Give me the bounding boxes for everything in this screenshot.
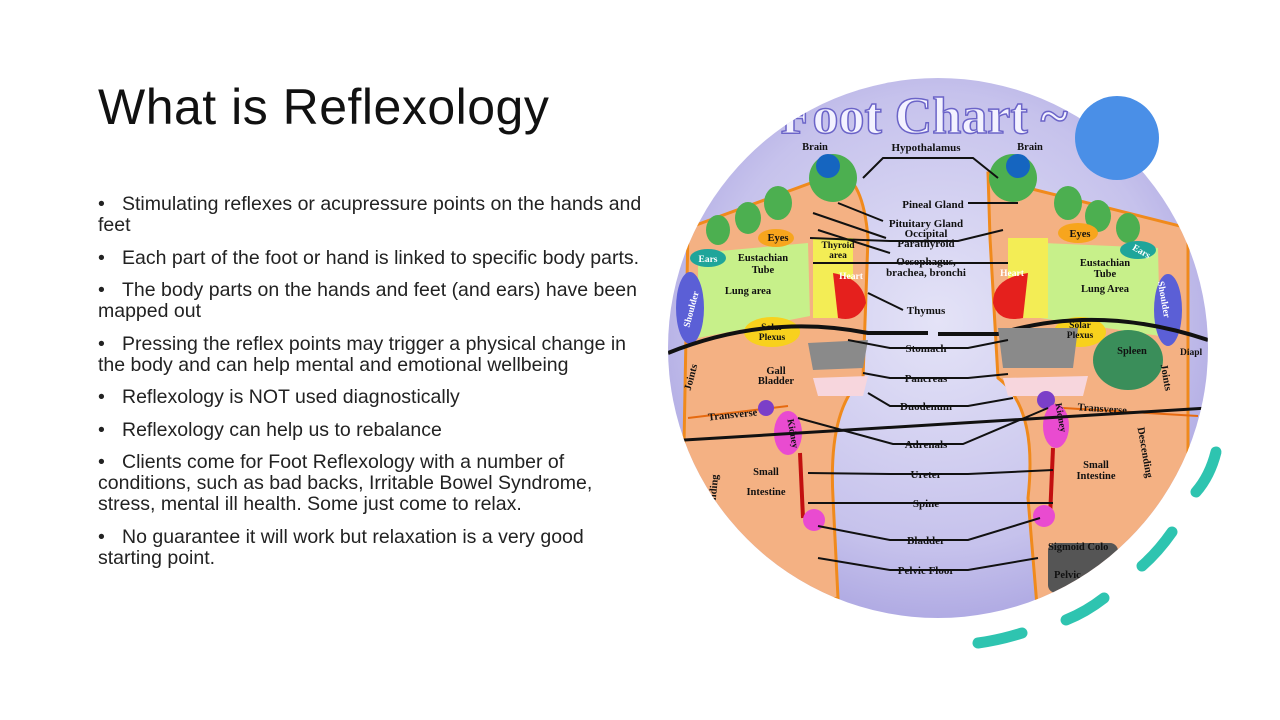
left-foot [668, 154, 928, 618]
bullet-item: •The body parts on the hands and feet (a… [98, 280, 648, 322]
label-ureter: Ureter [911, 469, 942, 481]
bullet-glyph: • [98, 525, 105, 548]
label-adrenals: Adrenals [905, 439, 948, 451]
bullet-glyph: • [98, 279, 105, 301]
right-label-heart: Heart [1000, 269, 1025, 279]
left-label-intestine: Intestine [746, 487, 785, 498]
label-pineal: Pineal Gland [902, 199, 963, 211]
right-label-transverse: Transverse [1077, 402, 1127, 416]
bullet-text: Reflexology is NOT used diagnostically [122, 386, 460, 408]
right-label-eustachian: Eustachian [1080, 258, 1130, 269]
left-label-heart: Heart [839, 272, 864, 282]
right-label-sigmoid: Sigmoid Colo [1048, 542, 1108, 553]
right-label-plexus: Plexus [1067, 331, 1094, 341]
right-label-intestine: Intestine [1076, 471, 1115, 482]
teal-dash-accent [972, 627, 1028, 649]
bullet-glyph: • [98, 193, 105, 215]
bullet-text: Each part of the foot or hand is linked … [122, 246, 640, 269]
bullet-glyph: • [98, 386, 105, 408]
left-label-lung: Lung area [725, 286, 772, 297]
label-bladder: Bladder [907, 535, 945, 547]
right-label-brain: Brain [1017, 142, 1043, 153]
bullet-glyph: • [98, 418, 105, 441]
right-label-small: Small [1083, 460, 1109, 471]
bullet-item: • Each part of the foot or hand is linked… [98, 246, 648, 269]
label-spine: Spine [913, 498, 939, 510]
bullet-item: • Reflexology is NOT used diagnostically [98, 387, 648, 408]
slide-title: What is Reflexology [98, 79, 550, 135]
left-label-gall-bladder: Bladder [758, 376, 795, 387]
right-label-pelvic: Pelvic [1054, 570, 1081, 581]
bullet-text: The body parts on the hands and feet (an… [98, 279, 637, 322]
left-label-small: Small [753, 467, 779, 478]
right-label-joints: Joints [1158, 363, 1173, 391]
left-label-solar: Solar [761, 323, 783, 333]
label-occipital: Occipital [905, 228, 948, 240]
bullet-glyph: • [98, 451, 105, 473]
left-label-eustachian: Eustachian [738, 253, 788, 264]
bullet-item: •No guarantee it will work but relaxatio… [98, 525, 648, 569]
bullet-glyph: • [98, 246, 105, 269]
bullet-list: •Stimulating reflexes or acupressure poi… [98, 194, 648, 580]
bullet-item: •Stimulating reflexes or acupressure poi… [98, 194, 648, 236]
left-label-thyroid: Thyroid [821, 241, 855, 251]
chart-banner: y Foot Chart ~ R [742, 88, 1120, 145]
label-pelvic-floor: Pelvic Floor [898, 565, 955, 577]
label-brachea: brachea, bronchi [886, 267, 966, 279]
label-stomach: Stomach [906, 343, 947, 355]
left-label-ears: Ears [699, 255, 718, 265]
label-oesophagus: Oesophagus, [896, 256, 956, 268]
right-foot [938, 154, 1208, 618]
left-label-brain: Brain [802, 142, 828, 153]
bullet-text: Stimulating reflexes or acupressure poin… [98, 193, 642, 236]
bullet-item: •Clients come for Foot Reflexology with … [98, 452, 648, 515]
right-label-solar: Solar [1069, 321, 1091, 331]
bullet-item: •Pressing the reflex points may trigger … [98, 332, 648, 376]
bullet-glyph: • [98, 332, 105, 355]
left-label-thyroid-area: area [829, 251, 847, 261]
bullet-text: Clients come for Foot Reflexology with a… [98, 451, 593, 515]
left-label-plexus: Plexus [759, 333, 786, 343]
label-pituitary: Pituitary Gland [889, 218, 963, 230]
bullet-item: • Reflexology can help us to rebalance [98, 418, 648, 441]
bullet-text: No guarantee it will work but relaxation… [98, 525, 584, 569]
right-label-diaphragm: Diapl [1180, 348, 1203, 358]
foot-chart-image: y Foot Chart ~ R [668, 78, 1208, 618]
right-label-tube: Tube [1094, 269, 1117, 280]
left-label-eyes: Eyes [768, 233, 789, 244]
bullet-text: Pressing the reflex points may trigger a… [98, 332, 627, 376]
label-pancreas: Pancreas [905, 373, 948, 385]
left-label-gall: Gall [766, 366, 785, 377]
left-label-transverse: Transverse [708, 407, 759, 423]
label-hypothalamus: Hypothalamus [891, 142, 961, 154]
label-duodenum: Duodenum [900, 401, 952, 413]
label-parathyroid: Parathyroid [897, 238, 954, 250]
left-label-tube: Tube [752, 265, 775, 276]
right-label-lung: Lung Area [1081, 284, 1130, 295]
bullet-text: Reflexology can help us to rebalance [122, 418, 442, 441]
label-thymus: Thymus [907, 305, 946, 317]
right-label-eyes: Eyes [1070, 229, 1091, 240]
right-label-spleen: Spleen [1117, 346, 1147, 357]
